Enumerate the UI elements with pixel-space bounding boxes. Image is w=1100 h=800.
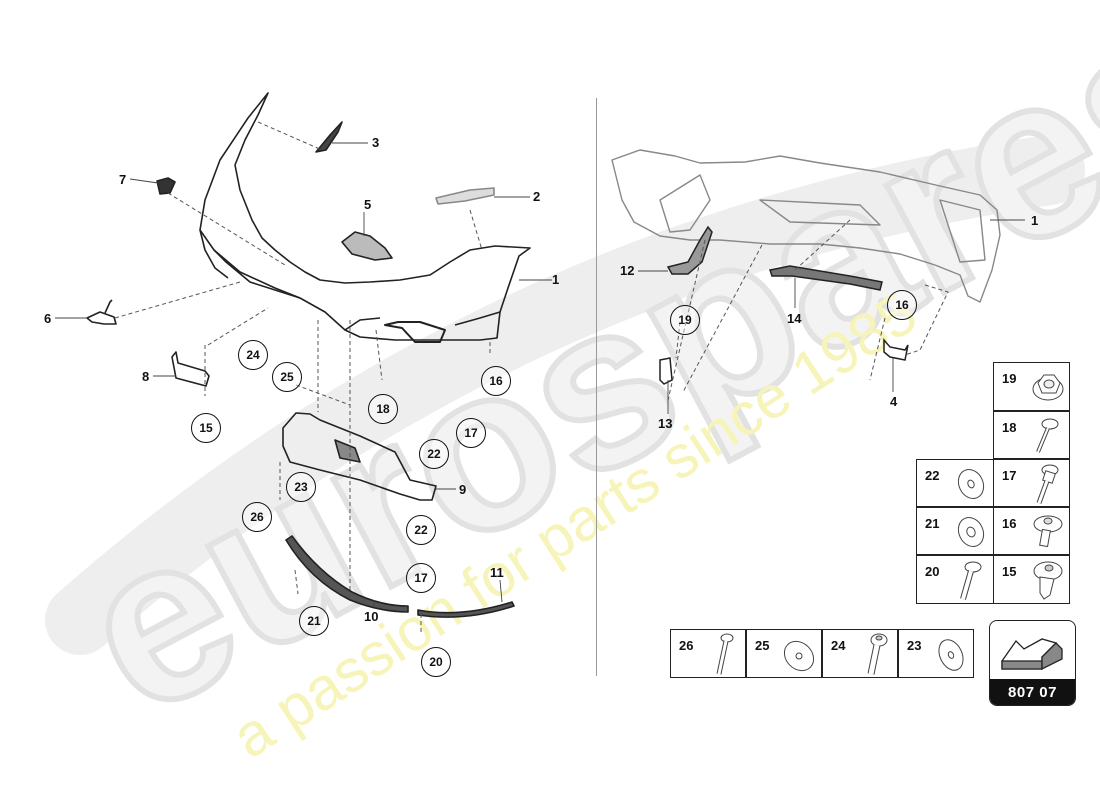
fastener-cell-26[interactable]: 26 [670, 629, 746, 678]
direction-arrow-icon [1001, 638, 1063, 671]
washer-icon [783, 640, 815, 672]
watermark-tagline: a passion for parts since 1985 [221, 279, 929, 771]
fastener-callout-17b[interactable]: 17 [406, 563, 436, 593]
view-divider [596, 98, 597, 676]
catalog-badge: 807 07 [989, 620, 1076, 706]
fastener-callout-15[interactable]: 15 [191, 413, 221, 443]
fastener-callout-18[interactable]: 18 [368, 394, 398, 424]
fastener-callout-19-rear[interactable]: 19 [670, 305, 700, 335]
fastener-cell-24[interactable]: 24 [822, 629, 898, 678]
fastener-callout-22b[interactable]: 22 [406, 515, 436, 545]
fastener-callout-26[interactable]: 26 [242, 502, 272, 532]
part-label-9[interactable]: 9 [459, 482, 467, 497]
part-label-11[interactable]: 11 [490, 565, 504, 580]
washer-icon [957, 516, 985, 548]
part-label-12[interactable]: 12 [620, 263, 635, 278]
fastener-cell-18[interactable]: 18 [993, 411, 1070, 459]
part-label-6[interactable]: 6 [44, 311, 52, 326]
fastener-callout-21[interactable]: 21 [299, 606, 329, 636]
part-label-14[interactable]: 14 [787, 311, 802, 326]
flange-nut-icon [1032, 374, 1064, 401]
part-label-4[interactable]: 4 [890, 394, 898, 409]
fastener-cell-25[interactable]: 25 [746, 629, 822, 678]
fastener-callout-23[interactable]: 23 [286, 472, 316, 502]
fastener-cell-19[interactable]: 19 [993, 362, 1070, 411]
torx-screw-with-clip-icon [1033, 561, 1063, 600]
fastener-callout-20[interactable]: 20 [421, 647, 451, 677]
catalog-code: 807 07 [990, 679, 1075, 705]
fastener-cell-21[interactable]: 21 [916, 507, 994, 555]
fastener-cell-17[interactable]: 17 [993, 459, 1070, 507]
part-label-13[interactable]: 13 [658, 416, 673, 431]
torx-screw-wide-head-icon [1033, 515, 1063, 548]
torx-bolt-icon [867, 633, 888, 675]
fastener-cell-15[interactable]: 15 [993, 555, 1070, 604]
part-label-8[interactable]: 8 [142, 369, 150, 384]
rear-bumper-drawing [611, 149, 1025, 414]
part-label-7[interactable]: 7 [119, 172, 127, 187]
fastener-callout-25[interactable]: 25 [272, 362, 302, 392]
part-label-1[interactable]: 1 [552, 272, 560, 287]
torx-bolt-shouldered-icon [1036, 464, 1059, 504]
fastener-callout-16-rear[interactable]: 16 [887, 290, 917, 320]
part-label-3[interactable]: 3 [372, 135, 380, 150]
fastener-cell-23[interactable]: 23 [898, 629, 974, 678]
fastener-callout-22[interactable]: 22 [419, 439, 449, 469]
fastener-callout-24[interactable]: 24 [238, 340, 268, 370]
part-label-5[interactable]: 5 [364, 197, 372, 212]
fastener-cell-20[interactable]: 20 [916, 555, 994, 604]
fastener-cell-16[interactable]: 16 [993, 507, 1070, 555]
part-label-2[interactable]: 2 [533, 189, 541, 204]
fastener-cell-22[interactable]: 22 [916, 459, 994, 507]
part-label-10[interactable]: 10 [364, 609, 379, 624]
torx-bolt-icon [960, 561, 982, 600]
fastener-callout-17[interactable]: 17 [456, 418, 486, 448]
fastener-callout-16[interactable]: 16 [481, 366, 511, 396]
torx-bolt-icon [1036, 418, 1059, 453]
washer-icon [957, 468, 985, 500]
front-bumper-drawing [55, 92, 552, 632]
part-label-1-rear[interactable]: 1 [1031, 213, 1039, 228]
washer-icon [938, 639, 964, 671]
torx-bolt-long-icon [716, 633, 734, 675]
